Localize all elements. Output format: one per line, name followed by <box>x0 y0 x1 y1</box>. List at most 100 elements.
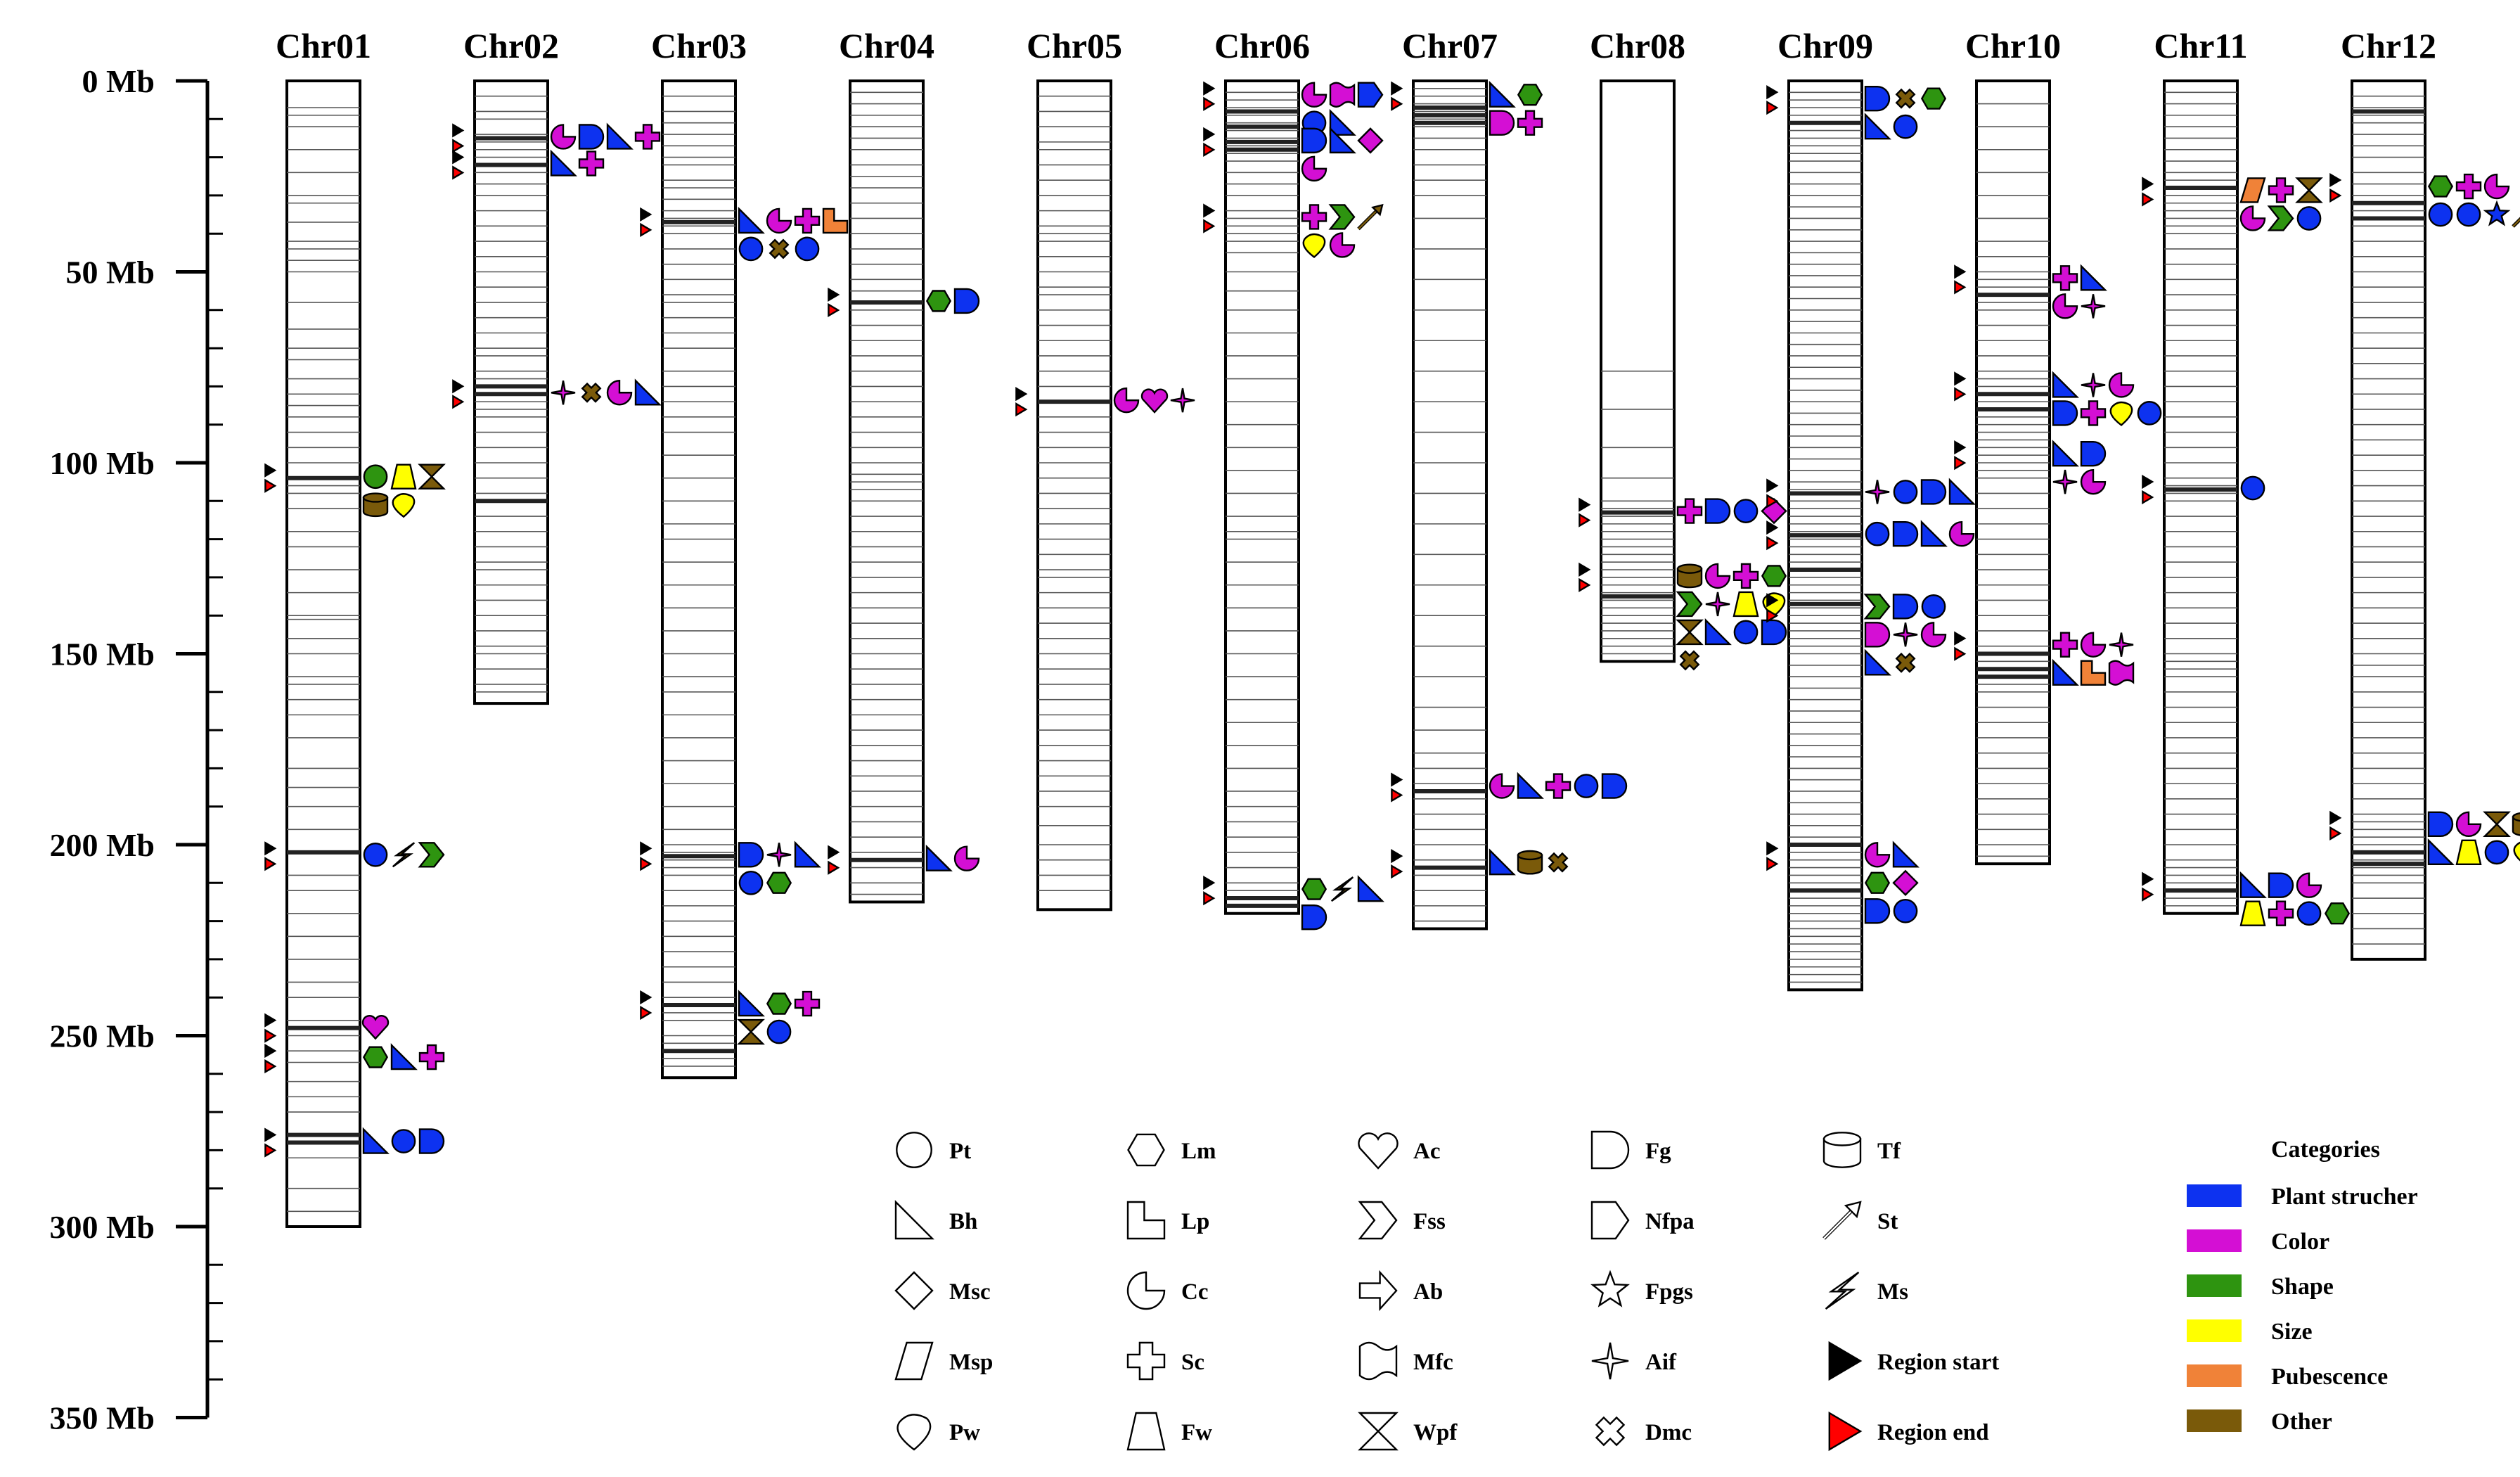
aif-icon <box>1865 480 1890 504</box>
chromosome-chr08: Chr08 <box>1579 26 1787 671</box>
qtl-region <box>1391 772 1628 803</box>
rs-icon <box>1203 81 1216 96</box>
qtl-region <box>2142 474 2265 505</box>
msp-icon <box>2239 177 2266 203</box>
bh-icon <box>1489 80 1516 108</box>
fss-icon <box>1676 591 1703 618</box>
qtl-region <box>1203 875 1384 931</box>
category-swatch <box>2187 1364 2242 1387</box>
chromosome-label: Chr11 <box>2154 26 2247 65</box>
rs-icon <box>1015 387 1028 402</box>
pt-icon <box>2484 840 2509 865</box>
re-icon <box>1391 96 1403 111</box>
category-label: Other <box>2271 1409 2332 1435</box>
fg-icon <box>1301 904 1328 931</box>
nfpa-icon <box>1357 82 1384 108</box>
category-item: Size <box>2187 1319 2313 1345</box>
axis-tick-label: 100 Mb <box>50 445 155 481</box>
sc-icon <box>2268 900 2294 926</box>
fss-icon <box>2267 205 2294 231</box>
pw-icon <box>1302 233 1326 259</box>
qtl-region <box>264 1127 445 1158</box>
pt-icon <box>1574 774 1599 798</box>
lm-icon <box>1761 565 1787 587</box>
pt-icon <box>738 870 764 895</box>
bh-icon <box>1892 840 1920 868</box>
lp-icon <box>2080 660 2107 686</box>
qtl-region <box>452 122 661 153</box>
pt-icon <box>2137 401 2162 426</box>
pt-icon <box>2428 202 2453 227</box>
chromosome-label: Chr10 <box>1965 26 2061 65</box>
bh-icon <box>390 1043 418 1070</box>
dmc-icon <box>1595 1416 1626 1447</box>
bh-icon <box>634 378 662 406</box>
legend-item: Fpgs <box>1590 1270 1693 1307</box>
lm-icon <box>1864 871 1891 894</box>
tf-icon <box>1822 1132 1862 1168</box>
chromosome-label: Chr03 <box>651 26 747 65</box>
bh-icon <box>1920 520 1948 547</box>
re-icon <box>264 1059 277 1074</box>
chromosome-chr12: Chr12 <box>2329 26 2520 961</box>
aif-icon <box>1591 1342 1629 1380</box>
sc-icon <box>1732 563 1759 589</box>
re-icon <box>2329 826 2342 840</box>
qtl-region <box>264 1043 445 1074</box>
rs-icon <box>264 1013 277 1028</box>
rs-icon <box>1766 841 1779 856</box>
rs-icon <box>264 463 277 478</box>
chromosome-bar <box>2163 79 2239 915</box>
fg-icon <box>1301 127 1328 154</box>
chromosome-chr07: Chr07 <box>1391 26 1628 931</box>
qtl-region <box>452 378 662 409</box>
ac-icon <box>361 1015 390 1040</box>
rs-icon <box>1828 1341 1863 1381</box>
cc-icon <box>2483 173 2510 200</box>
rs-icon <box>2142 871 2154 886</box>
fg-icon <box>1761 619 1787 646</box>
fg-icon <box>1601 773 1628 799</box>
legend-item: Wpf <box>1358 1412 1458 1451</box>
re-icon <box>1203 219 1216 234</box>
re-icon <box>264 857 277 871</box>
legend-item: Msp <box>894 1341 993 1381</box>
fg-icon <box>418 1128 445 1154</box>
chromosome-chr05: Chr05 <box>1015 26 1195 912</box>
re-icon <box>452 139 465 153</box>
re-icon <box>1766 608 1779 623</box>
re-icon <box>1828 1411 1863 1452</box>
dmc-icon <box>1548 852 1569 873</box>
legend-item: Bh <box>894 1200 977 1240</box>
legend-item: Lp <box>1126 1201 1209 1240</box>
fw-icon <box>2455 839 2482 866</box>
re-icon <box>640 222 652 238</box>
chromosome-bar <box>1224 79 1300 915</box>
legend-item: Pt <box>896 1132 971 1168</box>
qtl-region <box>2142 177 2323 231</box>
rs-icon <box>2329 810 2342 825</box>
rs-icon <box>1579 562 1591 577</box>
fg-icon <box>1864 898 1891 924</box>
fg-icon <box>2427 811 2454 838</box>
qtl-region <box>1579 562 1787 671</box>
category-swatch <box>2187 1229 2242 1252</box>
rs-icon <box>2142 474 2154 490</box>
axis-tick-label: 250 Mb <box>50 1018 155 1054</box>
ac-icon <box>1358 1132 1399 1170</box>
re-icon <box>1203 891 1216 906</box>
re-icon <box>2142 490 2154 505</box>
wpf-icon <box>2483 811 2511 838</box>
sc-icon <box>2080 400 2107 426</box>
aif-icon <box>2081 294 2106 319</box>
dmc-icon <box>1895 88 1916 109</box>
rs-icon <box>1391 849 1403 864</box>
category-item: Shape <box>2187 1274 2334 1300</box>
axis-tick-label: 200 Mb <box>50 827 155 863</box>
lm-icon <box>1517 84 1543 106</box>
fg-icon <box>578 124 605 150</box>
re-icon <box>640 1005 652 1021</box>
fg-icon <box>1489 110 1515 136</box>
bh-icon <box>2239 871 2267 898</box>
